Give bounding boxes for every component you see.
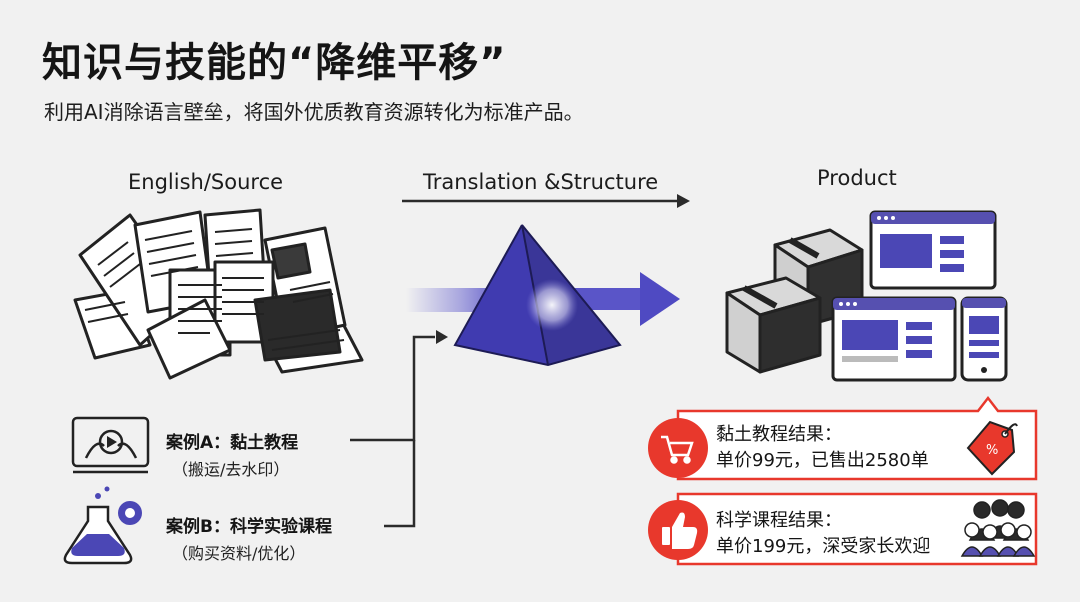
- page-subtitle: 利用AI消除语言壁垒，将国外优质教育资源转化为标准产品。: [44, 100, 584, 124]
- output-arrow-head: [640, 272, 680, 326]
- source-column-label: English/Source: [128, 170, 284, 194]
- top-flow-arrow: [402, 194, 690, 208]
- result-card-1: %: [648, 395, 1038, 481]
- result-2-heading: 科学课程结果：: [716, 510, 842, 531]
- result-2-detail: 单价199元，深受家长欢迎: [716, 536, 931, 557]
- product-column-label: Product: [817, 166, 897, 190]
- case-a-detail: （搬运/去水印）: [172, 460, 290, 479]
- product-boxes-icon: [725, 228, 864, 374]
- prism-icon: [453, 224, 622, 367]
- flask-gear-icon: [63, 486, 142, 565]
- thumbs-up-icon: [662, 512, 698, 549]
- result-card-2: [648, 492, 1038, 566]
- case-b-title: 案例B：科学实验课程: [166, 517, 332, 537]
- browser-window-icon-top: [869, 210, 997, 290]
- browser-window-icon-bottom: [831, 296, 957, 382]
- shopping-cart-icon: [661, 435, 694, 464]
- mobile-phone-icon: [960, 296, 1008, 382]
- connector-arrow-head: [436, 330, 448, 344]
- price-tag-icon: %: [966, 420, 1018, 476]
- document-pile-icon: [73, 208, 364, 380]
- case-b-detail: （购买资料/优化）: [172, 544, 306, 563]
- svg-text:%: %: [986, 443, 998, 458]
- translation-column-label: Translation &Structure: [423, 170, 659, 194]
- case-connector-lines: [350, 335, 435, 528]
- result-1-heading: 黏土教程结果：: [716, 424, 842, 445]
- parents-group-icon: [960, 499, 1036, 557]
- case-a-title: 案例A：黏土教程: [166, 433, 299, 453]
- page-title: 知识与技能的“降维平移”: [42, 40, 507, 86]
- result-1-detail: 单价99元，已售出2580单: [716, 450, 929, 471]
- video-play-icon: [71, 416, 150, 474]
